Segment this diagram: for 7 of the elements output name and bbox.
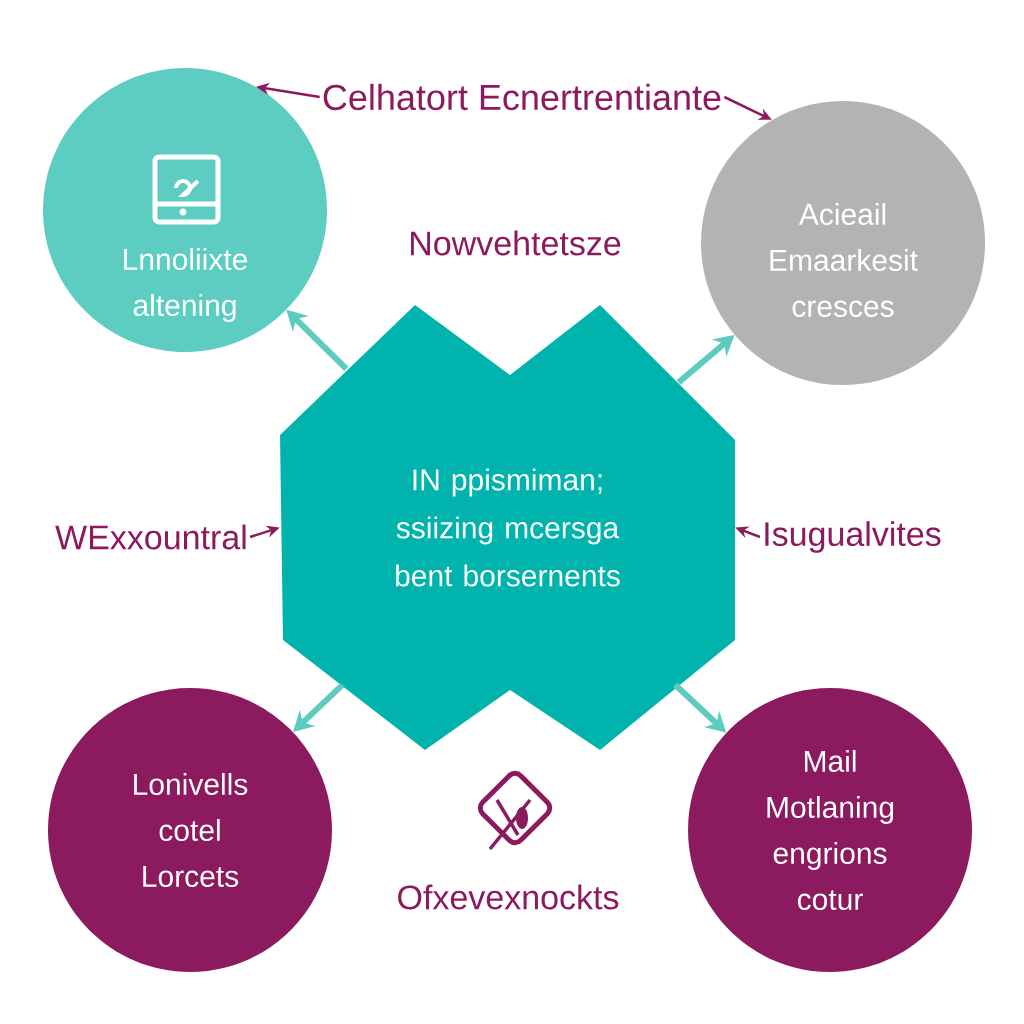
label-text: Ofxevexnockts (398, 884, 619, 910)
hexagon-node: IN ppismiman; ssiizing mcersga bent borsernents (280, 305, 735, 750)
callout-text: Isugualvites (765, 521, 941, 553)
circle-node: Mail Motlaning engrions cotur (688, 688, 972, 972)
circle-node: Lonivells cotel Lorcets (48, 688, 332, 972)
label-text: Nowvehtetsze (411, 230, 621, 256)
callout-text: WExxountral (55, 524, 246, 550)
